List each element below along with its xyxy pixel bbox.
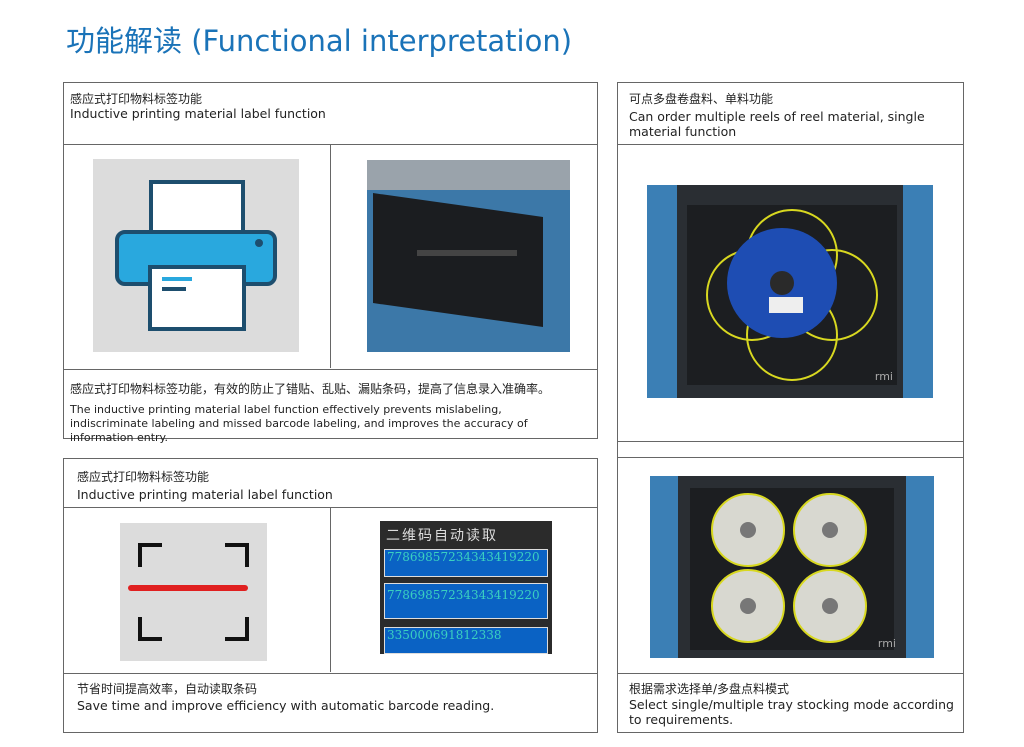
description-cn: 根据需求选择单/多盘点料模式 — [629, 682, 790, 696]
panel-header-en: Can order multiple reels of reel materia… — [629, 109, 925, 139]
panel-header-cn: 感应式打印物料标签功能 — [70, 92, 203, 106]
description-en: Save time and improve efficiency with au… — [77, 698, 495, 713]
panel-header-en: Inductive printing material label functi… — [70, 106, 326, 121]
description-en: The inductive printing material label fu… — [70, 403, 528, 444]
barcode-value: 335000691812338 — [384, 627, 548, 654]
barcode-value: 77869857234343419220 — [384, 549, 548, 577]
panel-tray-mode: rmi 根据需求选择单/多盘点料模式 Select single/multipl… — [617, 457, 964, 733]
description-cn: 节省时间提高效率，自动读取条码 — [77, 682, 258, 696]
scan-icon — [120, 523, 267, 661]
screen-title: 二维码自动读取 — [386, 528, 498, 544]
panel-header-cn: 感应式打印物料标签功能 — [77, 470, 210, 484]
barcode-screen: 二维码自动读取 77869857234343419220 77869857234… — [380, 521, 552, 654]
reel-tray-photo: rmi — [647, 185, 933, 398]
printer-icon — [93, 159, 299, 352]
panel-header-cn: 可点多盘卷盘料、单料功能 — [629, 92, 774, 106]
brand-logo: rmi — [877, 637, 896, 650]
panel-multi-reel: 可点多盘卷盘料、单料功能 Can order multiple reels of… — [617, 82, 964, 458]
multi-reel-photo: rmi — [650, 476, 934, 658]
printer-photo — [367, 160, 570, 352]
brand-logo: rmi — [874, 370, 893, 383]
panel-header-en: Inductive printing material label functi… — [77, 487, 333, 502]
panel-label-printing: 感应式打印物料标签功能 Inductive printing material … — [63, 82, 598, 444]
page-title: 功能解读 (Functional interpretation) — [66, 24, 573, 58]
description-en: Select single/multiple tray stocking mod… — [629, 697, 954, 727]
description-cn: 感应式打印物料标签功能，有效的防止了错贴、乱贴、漏贴条码，提高了信息录入准确率。 — [70, 382, 551, 396]
barcode-value: 77869857234343419220 — [384, 583, 548, 619]
panel-barcode-reading: 感应式打印物料标签功能 Inductive printing material … — [63, 458, 598, 733]
